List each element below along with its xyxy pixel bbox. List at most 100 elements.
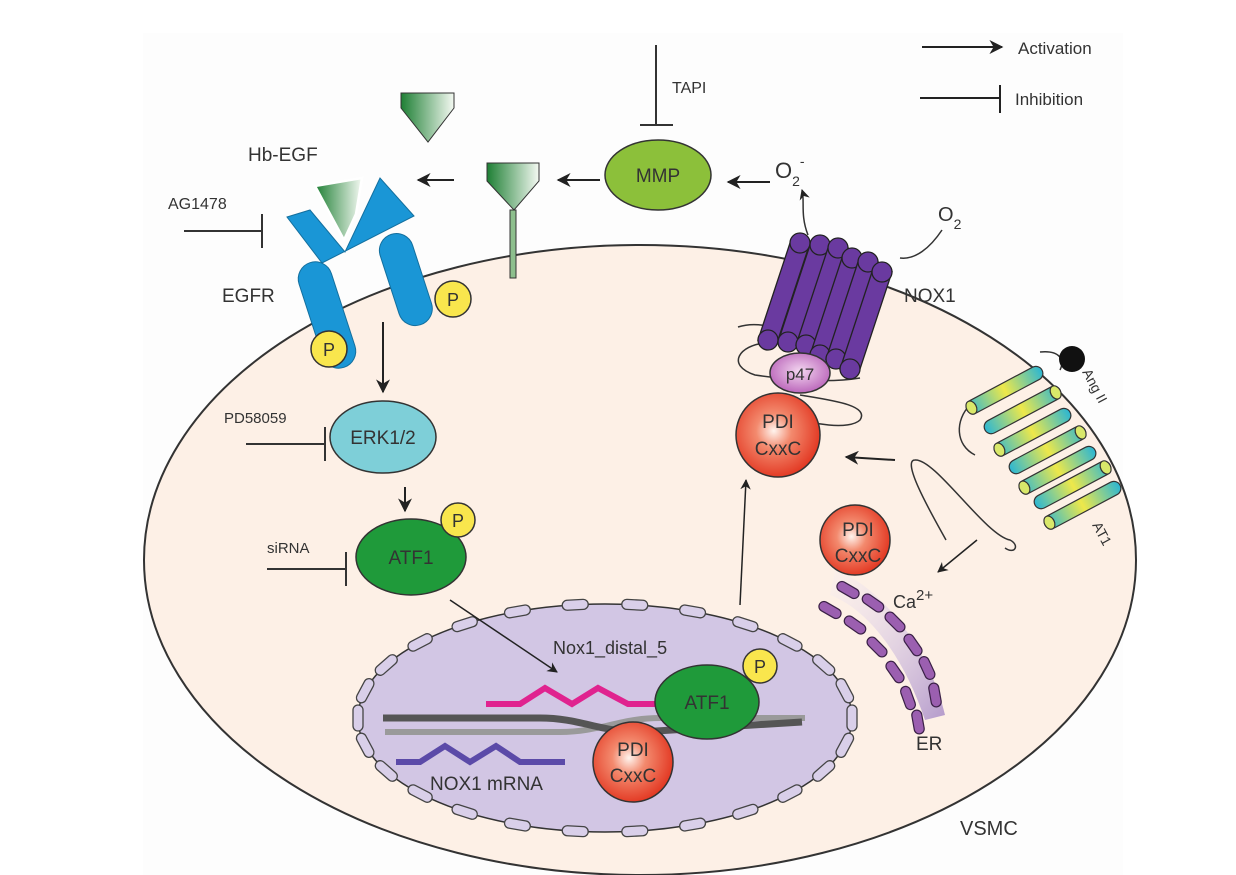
nuclear-pore (561, 825, 589, 838)
pdi-nox1-complex: PDI CxxC (735, 392, 821, 478)
nuclear-pore (374, 654, 398, 676)
nuclear-pore (777, 633, 803, 652)
nucleus (352, 598, 858, 838)
pdi-nuclear: PDI CxxC (592, 721, 674, 803)
er-segment (818, 600, 842, 620)
atf1-cytosolic-node (355, 518, 467, 596)
atf1-cytosolic-phospho: P (440, 502, 476, 538)
er-segment (911, 709, 925, 735)
nuclear-pore (451, 616, 478, 633)
at1-helix-cap (1049, 385, 1062, 400)
nox1-helix (839, 261, 893, 380)
er-segment (918, 656, 936, 680)
mrna-label: NOX1 mRNA (430, 774, 543, 795)
at1-helix (965, 365, 1044, 415)
svg-text:P: P (754, 657, 766, 677)
er-segment (885, 660, 905, 684)
at1-helix (1008, 425, 1087, 475)
at1-helix (1033, 460, 1112, 510)
svg-text:CxxC: CxxC (610, 766, 656, 787)
er-segment (900, 685, 916, 711)
atf1-nuclear-node (654, 664, 760, 740)
svg-text:CxxC: CxxC (755, 439, 801, 460)
arrow-nucleus-to-pdi (739, 478, 751, 606)
egfr-phospho-left: P (310, 330, 348, 368)
at1-helix-cap (1099, 460, 1112, 475)
svg-text:PDI: PDI (762, 412, 794, 433)
nox1-helix-bottom (757, 329, 779, 351)
p47-label: p47 (786, 365, 814, 384)
ag1478-label: AG1478 (168, 196, 227, 213)
cell-type-label: VSMC (960, 818, 1018, 840)
at1-receptor-helices (965, 365, 1122, 530)
svg-text:P: P (323, 340, 335, 360)
angii-label: Ang II (1079, 366, 1110, 406)
nuclear-pore (355, 678, 375, 704)
hbegf-label: Hb-EGF (248, 145, 318, 166)
sirna-label: siRNA (267, 540, 310, 557)
nuclear-pore (503, 604, 531, 619)
nuclear-pore (777, 784, 803, 803)
legend-activation-label: Activation (1018, 39, 1092, 58)
nox1-helix-top (871, 261, 893, 283)
svg-text:CxxC: CxxC (835, 546, 881, 567)
nox1-mrna (396, 742, 565, 766)
nox1-helix (777, 234, 831, 353)
legend-inhibition-label: Inhibition (1015, 90, 1083, 109)
er-segment (836, 580, 860, 600)
p47-node (769, 352, 831, 394)
nuclear-pore (352, 704, 364, 732)
nuclear-pore (561, 598, 589, 611)
nox1-label: NOX1 (904, 286, 956, 307)
er-segment (928, 682, 942, 708)
at1-helix (983, 385, 1062, 435)
er-segment (903, 633, 923, 657)
nuclear-pore (355, 732, 375, 758)
nuclear-pore (451, 803, 478, 820)
at1-helix-cap (965, 400, 978, 415)
endoplasmic-reticulum (818, 570, 945, 735)
mmp-label: MMP (636, 166, 680, 187)
nuclear-pore (679, 817, 707, 832)
tapi-label: TAPI (672, 80, 706, 97)
nuclear-pore (374, 760, 398, 782)
nuclear-pore (812, 760, 836, 782)
nox1-helix (809, 247, 863, 366)
at1-helix-cap (1074, 425, 1087, 440)
nuclear-pore (407, 633, 433, 652)
er-segment (861, 593, 885, 613)
at1-helix (1043, 480, 1122, 530)
nuclear-pores (352, 598, 858, 838)
pdi-er: PDI CxxC (819, 504, 891, 576)
nox1-transmembrane-helices (757, 232, 893, 380)
atf1-cytosolic-label: ATF1 (388, 548, 433, 569)
nuclear-pore (679, 604, 707, 619)
nuclear-pore (835, 732, 855, 758)
er-segment (884, 611, 906, 633)
nuclear-pore (732, 803, 759, 820)
nuclear-pore (812, 654, 836, 676)
erk-node (329, 400, 437, 474)
nox1-helix-bottom (839, 358, 861, 380)
er-segment (866, 636, 888, 658)
nuclear-pore (621, 825, 649, 838)
nuclear-pore (407, 784, 433, 803)
er-segment (843, 615, 867, 635)
pd58059-label: PD58059 (224, 410, 287, 427)
nuclear-pore (732, 616, 759, 633)
atf1-nuclear-label: ATF1 (684, 693, 729, 714)
erk-label: ERK1/2 (350, 428, 415, 449)
mmp-node (604, 139, 712, 211)
arrow-atf1-to-promoter (449, 599, 558, 673)
svg-text:P: P (447, 290, 459, 310)
nuclear-pore (835, 678, 855, 704)
tapi-inhibition: TAPI (640, 45, 706, 126)
er-membrane-segments (818, 580, 942, 735)
arrow-at1-to-calcium (937, 539, 978, 573)
at1-helix-cap (993, 442, 1006, 457)
at1-helix (993, 407, 1072, 457)
at1-helix-cap (1018, 480, 1031, 495)
er-label: ER (916, 734, 942, 755)
promoter-nox1-distal-5 (486, 684, 658, 708)
